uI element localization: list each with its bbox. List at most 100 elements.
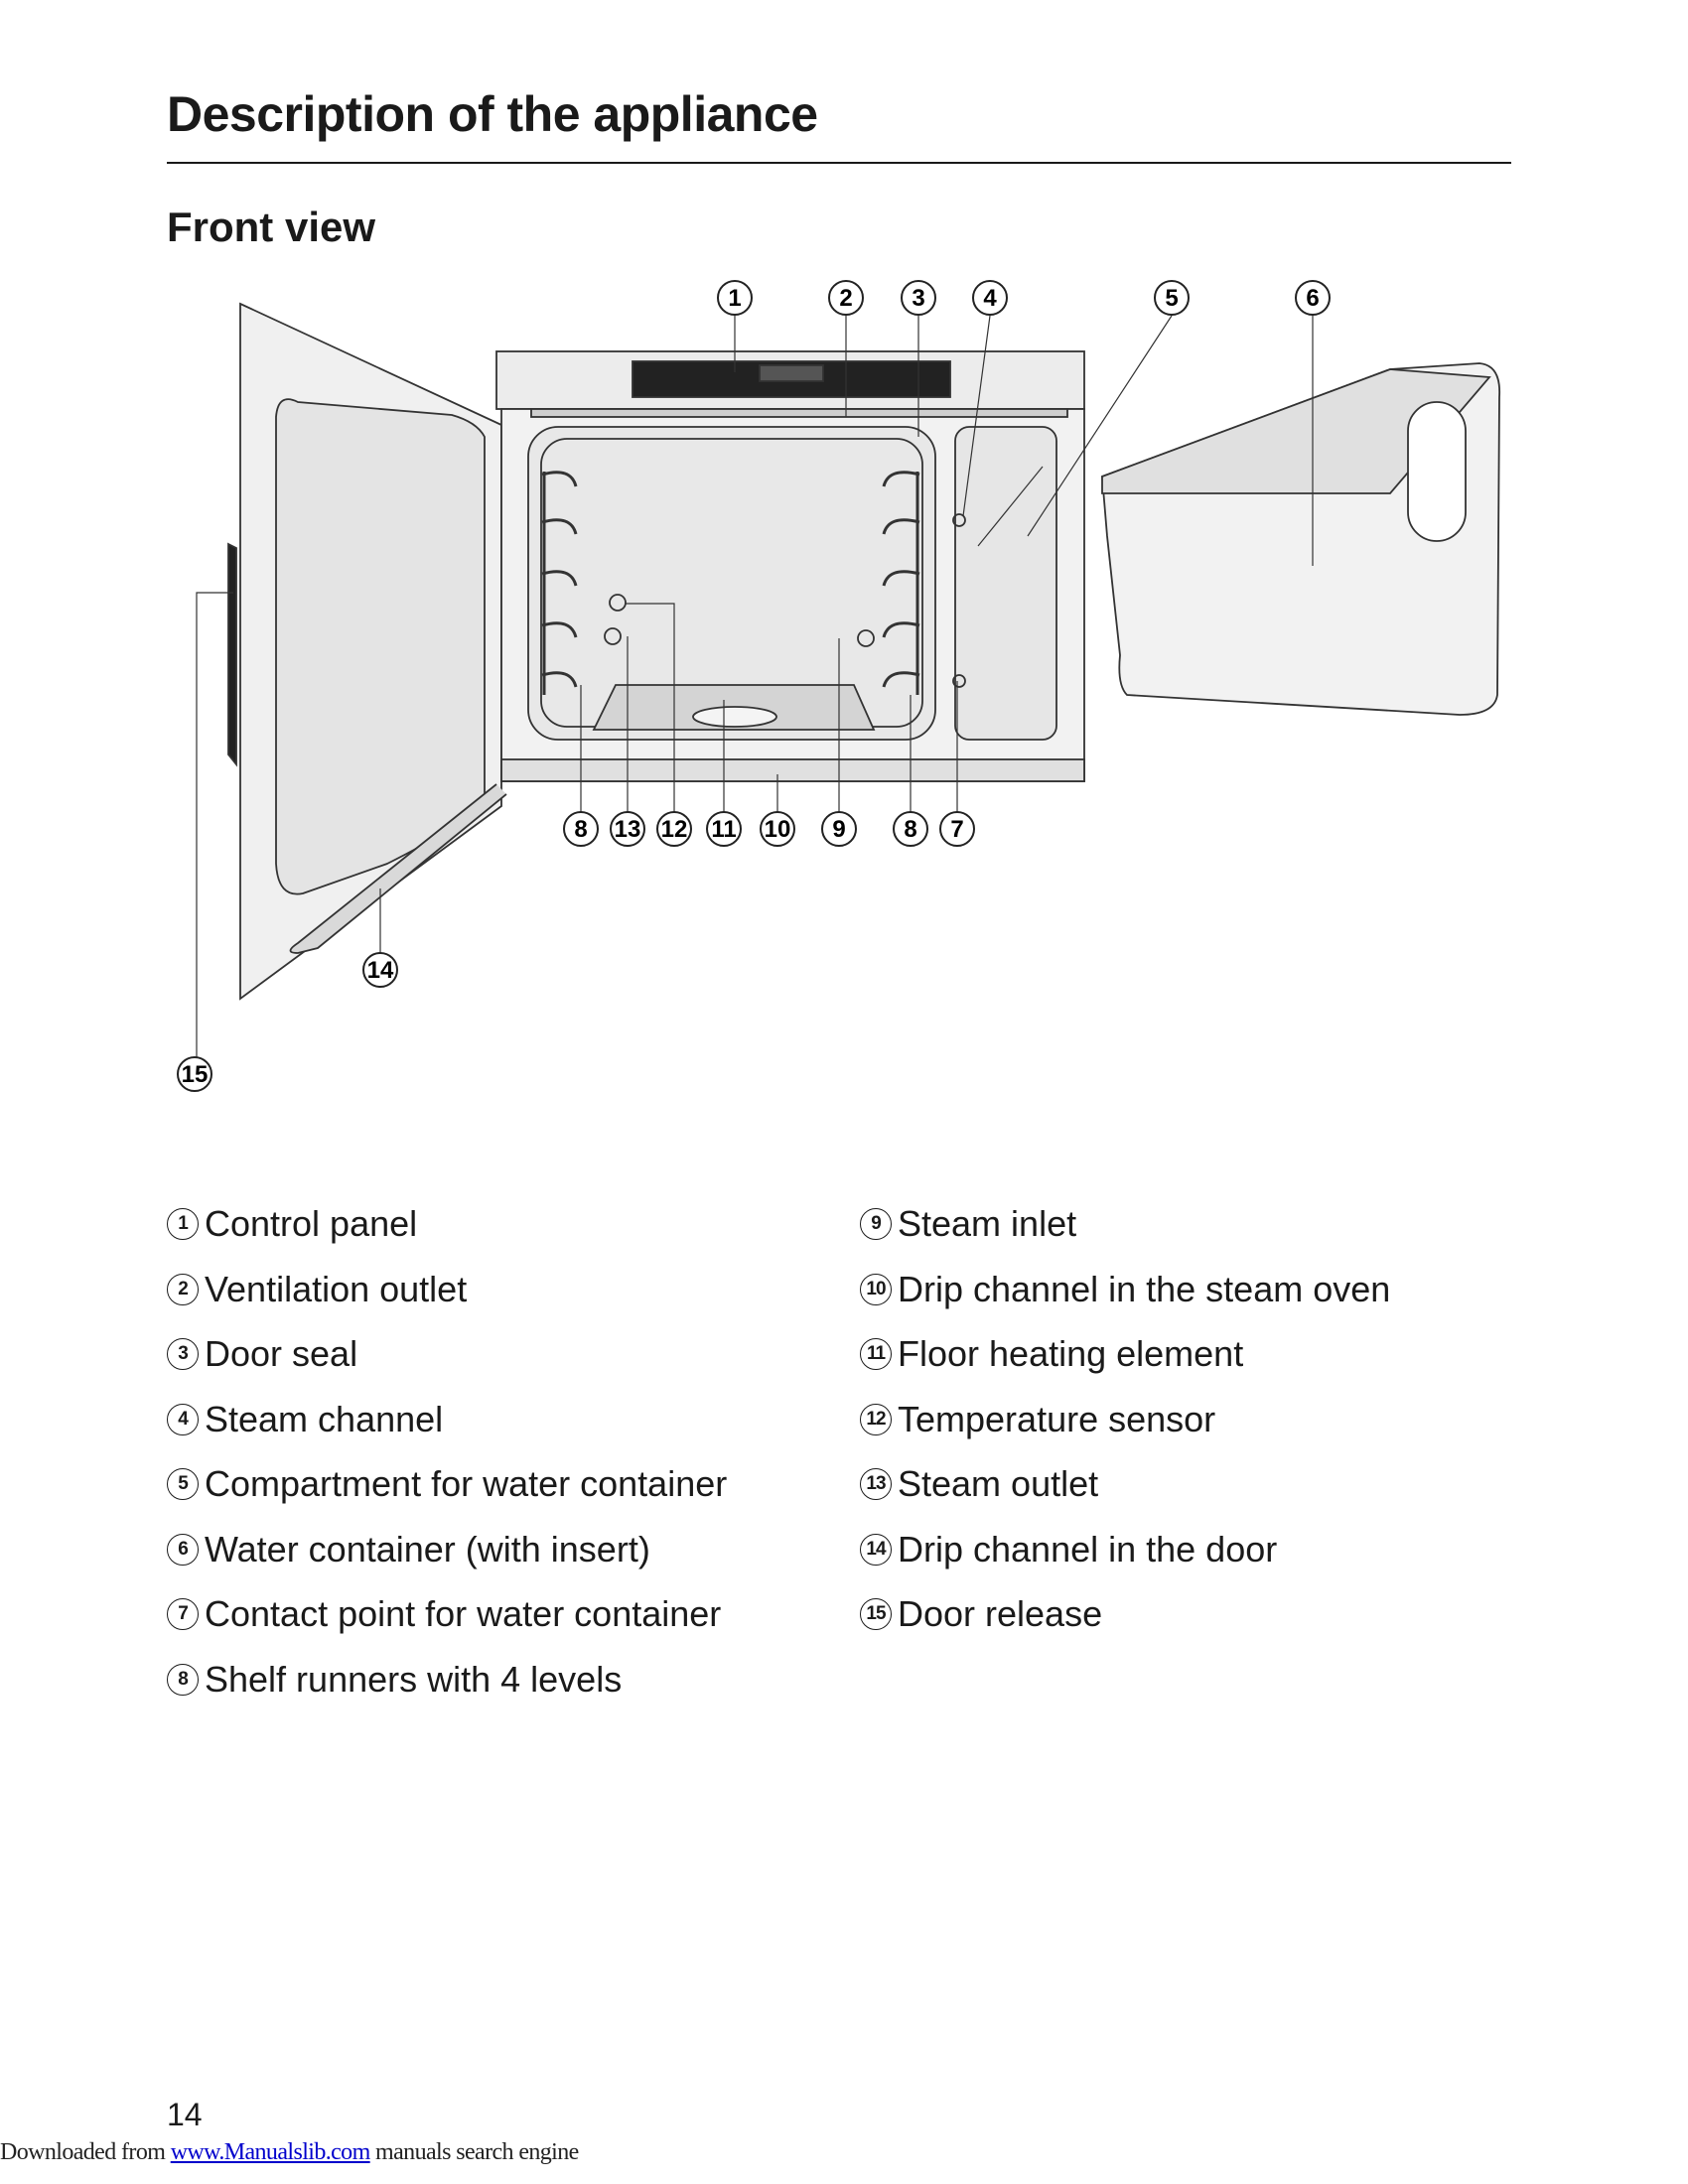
callout-8-left: 8 xyxy=(563,811,599,847)
legend-number: 10 xyxy=(860,1273,892,1305)
callout-7: 7 xyxy=(939,811,975,847)
callout-2: 2 xyxy=(828,280,864,316)
temperature-sensor xyxy=(609,594,627,612)
legend-label: Compartment for water container xyxy=(205,1463,728,1504)
heating-element-center xyxy=(692,706,777,728)
callout-10: 10 xyxy=(760,811,795,847)
callout-5: 5 xyxy=(1154,280,1190,316)
legend-number: 11 xyxy=(860,1338,892,1370)
download-footer: Downloaded from www.Manualslib.com manua… xyxy=(0,2139,579,2166)
svg-text:5: 5 xyxy=(1165,285,1178,312)
steam-outlet xyxy=(604,627,622,645)
legend-label: Steam channel xyxy=(205,1398,444,1439)
svg-text:2: 2 xyxy=(839,285,852,312)
svg-text:7: 7 xyxy=(950,816,963,843)
legend-label: Door seal xyxy=(205,1333,358,1374)
legend-number: 1 xyxy=(167,1208,199,1240)
control-display xyxy=(759,364,824,382)
door-inner-panel xyxy=(275,398,486,895)
callout-3: 3 xyxy=(901,280,936,316)
legend-number: 3 xyxy=(167,1338,199,1370)
legend-number: 15 xyxy=(860,1598,892,1630)
shelf-runner-left xyxy=(541,471,578,695)
page-title: Description of the appliance xyxy=(167,86,818,142)
legend-number: 14 xyxy=(860,1533,892,1566)
leader-lines xyxy=(196,315,1314,1062)
callout-13: 13 xyxy=(610,811,645,847)
legend-label: Steam inlet xyxy=(898,1203,1077,1244)
legend-number: 4 xyxy=(167,1403,199,1435)
title-divider xyxy=(167,162,1511,164)
legend-number: 13 xyxy=(860,1468,892,1500)
ventilation-outlet xyxy=(530,408,1068,418)
callout-11: 11 xyxy=(706,811,742,847)
svg-text:3: 3 xyxy=(912,285,924,312)
svg-text:12: 12 xyxy=(661,816,688,843)
legend-label: Shelf runners with 4 levels xyxy=(205,1658,623,1700)
legend-label: Temperature sensor xyxy=(898,1398,1216,1439)
svg-text:15: 15 xyxy=(182,1061,209,1088)
svg-text:8: 8 xyxy=(904,816,916,843)
svg-text:4: 4 xyxy=(983,285,997,312)
legend-number: 6 xyxy=(167,1533,199,1566)
legend-label: Door release xyxy=(898,1593,1103,1634)
legend-label: Contact point for water container xyxy=(205,1593,722,1634)
svg-text:10: 10 xyxy=(765,816,791,843)
legend-number: 5 xyxy=(167,1468,199,1500)
legend-number: 2 xyxy=(167,1273,199,1305)
callout-15: 15 xyxy=(177,1056,212,1092)
diagram-callouts: 1 2 3 4 5 6 8 13 12 11 10 9 8 7 14 15 xyxy=(177,280,1331,1092)
cooking-compartment xyxy=(527,426,936,741)
water-container-compartment xyxy=(954,426,1057,741)
legend-number: 8 xyxy=(167,1663,199,1696)
callout-6: 6 xyxy=(1295,280,1331,316)
svg-text:11: 11 xyxy=(711,816,736,843)
svg-text:9: 9 xyxy=(832,816,845,843)
legend-number: 12 xyxy=(860,1403,892,1435)
svg-text:6: 6 xyxy=(1306,285,1319,312)
legend-label: Drip channel in the door xyxy=(898,1528,1278,1570)
callout-4: 4 xyxy=(972,280,1008,316)
steam-inlet xyxy=(857,629,875,647)
manualslib-link[interactable]: www.Manualslib.com xyxy=(170,2139,371,2165)
legend-label: Drip channel in the steam oven xyxy=(898,1268,1391,1309)
contact-point xyxy=(952,674,966,688)
door-release xyxy=(227,542,237,767)
svg-text:8: 8 xyxy=(574,816,587,843)
svg-text:1: 1 xyxy=(728,285,741,312)
legend-number: 9 xyxy=(860,1208,892,1240)
svg-text:14: 14 xyxy=(367,957,394,984)
callout-8-right: 8 xyxy=(893,811,928,847)
callout-14: 14 xyxy=(362,952,398,988)
legend-label: Ventilation outlet xyxy=(205,1268,468,1309)
callout-9: 9 xyxy=(821,811,857,847)
section-title: Front view xyxy=(167,204,376,250)
legend-label: Steam outlet xyxy=(898,1463,1099,1504)
callout-12: 12 xyxy=(656,811,692,847)
svg-text:13: 13 xyxy=(615,816,641,843)
steam-channel-point xyxy=(952,513,966,527)
legend-label: Control panel xyxy=(205,1203,418,1244)
legend-label: Floor heating element xyxy=(898,1333,1244,1374)
appliance-front-view-diagram: 1 2 3 4 5 6 8 13 12 11 10 9 8 7 14 15 xyxy=(177,280,1501,1092)
oven-drip-channel xyxy=(500,758,1085,782)
shelf-runner-right xyxy=(882,471,920,695)
water-container-handle xyxy=(1407,401,1467,542)
legend-number: 7 xyxy=(167,1598,199,1630)
